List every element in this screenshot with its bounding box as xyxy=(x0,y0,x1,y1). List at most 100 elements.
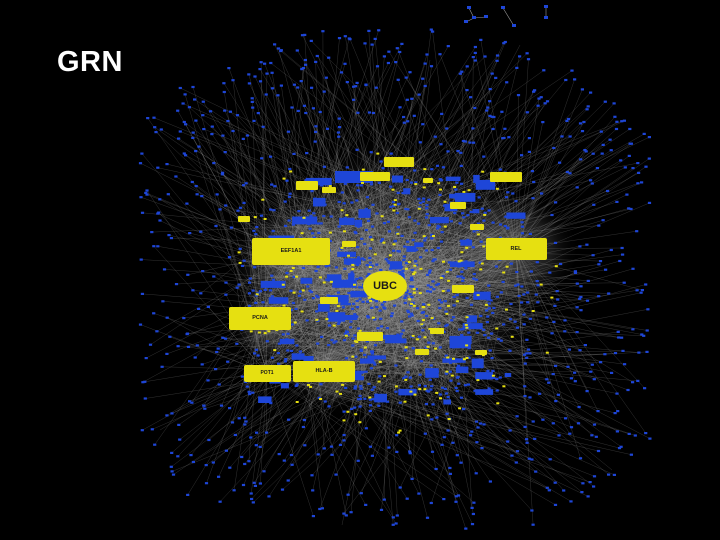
gene-node xyxy=(395,434,399,437)
gene-node xyxy=(429,285,433,289)
gene-node xyxy=(461,328,465,331)
gene-node xyxy=(284,358,288,361)
gene-node xyxy=(592,378,596,381)
gene-node xyxy=(473,59,477,62)
gene-node xyxy=(411,301,415,304)
gene-node xyxy=(598,260,603,263)
gene-node xyxy=(375,212,379,215)
minor-hub-node xyxy=(351,263,355,266)
gene-node xyxy=(647,136,651,139)
gene-node xyxy=(528,352,532,355)
gene-node xyxy=(433,135,437,138)
gene-node xyxy=(467,356,471,359)
gene-node xyxy=(589,179,593,182)
gene-node xyxy=(483,334,487,337)
minor-hub-node xyxy=(412,288,416,291)
gene-node xyxy=(424,402,429,406)
gene-node xyxy=(158,219,162,222)
gene-node xyxy=(476,426,480,429)
gene-node xyxy=(424,236,428,239)
gene-node xyxy=(627,154,631,157)
gene-node xyxy=(250,497,254,501)
gene-node xyxy=(497,338,501,341)
gene-node xyxy=(402,258,406,261)
gene-node xyxy=(401,329,405,332)
gene-node xyxy=(444,324,448,328)
gene-node xyxy=(507,136,511,139)
gene-node xyxy=(542,69,546,72)
gene-node xyxy=(226,119,230,123)
gene-node xyxy=(300,34,305,37)
gene-node xyxy=(280,383,289,389)
gene-node xyxy=(642,334,646,337)
gene-node xyxy=(455,366,469,373)
gene-node xyxy=(612,473,616,476)
gene-node xyxy=(301,425,305,429)
gene-node xyxy=(242,259,246,262)
gene-node xyxy=(258,68,262,71)
gene-node xyxy=(437,299,442,302)
minor-hub-node xyxy=(412,304,416,307)
gene-node xyxy=(506,191,510,194)
gene-node xyxy=(382,498,386,501)
gene-node xyxy=(522,313,526,316)
gene-node xyxy=(336,291,340,294)
gene-node xyxy=(327,264,331,267)
gene-node xyxy=(401,191,405,195)
minor-hub-node xyxy=(464,323,468,326)
gene-node xyxy=(534,470,538,473)
gene-node xyxy=(433,258,437,261)
gene-node xyxy=(464,267,468,270)
gene-node xyxy=(347,292,351,295)
gene-node xyxy=(537,97,541,100)
gene-node xyxy=(446,429,450,432)
gene-node xyxy=(330,453,334,456)
gene-node xyxy=(178,130,182,133)
minor-hub-node xyxy=(376,152,380,155)
gene-node xyxy=(591,254,595,257)
minor-hub-node xyxy=(295,275,299,278)
gene-node xyxy=(379,268,383,271)
gene-node xyxy=(171,473,176,476)
gene-node xyxy=(421,329,425,332)
gene-node xyxy=(223,151,227,154)
gene-node xyxy=(369,267,373,270)
gene-node xyxy=(345,81,349,84)
gene-node xyxy=(219,404,224,407)
gene-node xyxy=(422,303,426,306)
gene-node xyxy=(389,205,393,208)
gene-node xyxy=(191,131,195,134)
minor-hub-node xyxy=(300,232,304,235)
gene-node xyxy=(322,214,326,218)
gene-node xyxy=(393,239,397,243)
gene-node xyxy=(455,181,459,184)
gene-node xyxy=(565,119,569,122)
gene-node xyxy=(350,290,367,298)
gene-node xyxy=(269,402,273,405)
gene-node xyxy=(255,431,259,434)
gene-node xyxy=(243,462,247,466)
gene-node xyxy=(409,304,413,307)
gene-node xyxy=(301,66,306,70)
gene-node xyxy=(201,100,205,103)
gene-node xyxy=(603,353,607,356)
minor-hub-node xyxy=(407,261,411,263)
gene-node xyxy=(374,393,387,403)
gene-node xyxy=(623,363,627,366)
gene-node xyxy=(448,370,452,373)
gene-node xyxy=(376,327,380,330)
gene-node xyxy=(488,114,492,117)
gene-node xyxy=(325,127,330,130)
gene-node xyxy=(396,191,400,194)
gene-node xyxy=(426,290,430,293)
gene-node xyxy=(647,201,652,204)
gene-node xyxy=(432,288,436,291)
gene-node xyxy=(449,341,471,349)
gene-node xyxy=(525,438,529,441)
gene-node xyxy=(454,500,458,503)
gene-node xyxy=(427,198,431,201)
gene-node xyxy=(647,157,651,160)
gene-node xyxy=(438,346,442,349)
gene-node xyxy=(579,309,583,312)
gene-node xyxy=(436,227,440,230)
